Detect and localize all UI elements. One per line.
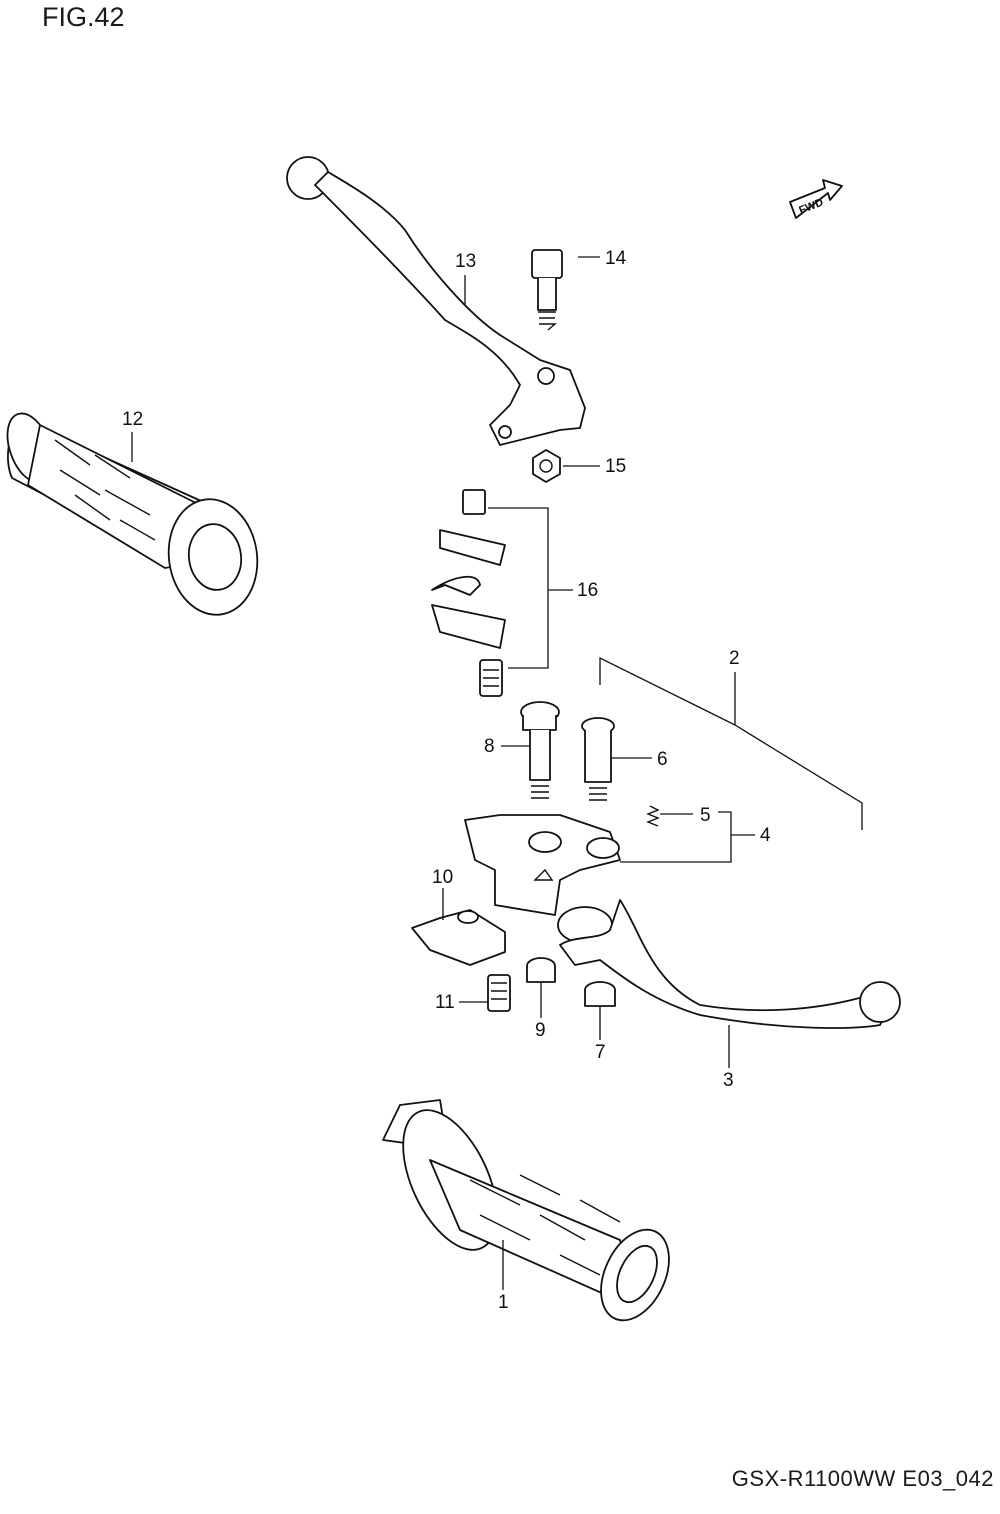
callout-15: 15 (605, 456, 626, 477)
figure-code: GSX-R1100WW E03_042 (731, 1466, 994, 1491)
switch-10 (411, 909, 506, 966)
callout-12: 12 (122, 409, 143, 430)
callout-7: 7 (595, 1042, 606, 1063)
screw-11 (487, 974, 511, 1012)
callout-2: 2 (729, 648, 740, 669)
callout-4: 4 (760, 825, 771, 846)
left-grip (6, 412, 259, 616)
nut-9 (526, 957, 556, 983)
callout-1: 1 (498, 1292, 509, 1313)
figure-title: FIG.42 (42, 2, 125, 32)
spring-5 (646, 805, 660, 827)
callout-3: 3 (723, 1070, 734, 1091)
callout-6: 6 (657, 749, 668, 770)
bolt-14 (531, 249, 563, 331)
callout-11: 11 (435, 992, 455, 1013)
pivot-bolt-8 (520, 701, 560, 799)
right-throttle-grip (382, 1099, 670, 1322)
callout-16: 16 (577, 580, 598, 601)
lower-lever (557, 899, 901, 1029)
callout-14: 14 (605, 248, 627, 269)
fwd-arrow-icon: FWD (789, 179, 843, 219)
lever-holder-4 (464, 814, 621, 916)
callout-8: 8 (484, 736, 495, 757)
pin-6 (581, 717, 615, 801)
nut-15 (532, 449, 561, 483)
callout-13: 13 (455, 251, 476, 272)
leader-lines (131, 256, 863, 1290)
upper-lever (286, 156, 586, 446)
callout-9: 9 (535, 1020, 546, 1041)
callout-10: 10 (432, 867, 453, 888)
switch-assembly-16 (431, 489, 506, 697)
callout-5: 5 (700, 805, 711, 826)
nut-7 (584, 981, 616, 1007)
